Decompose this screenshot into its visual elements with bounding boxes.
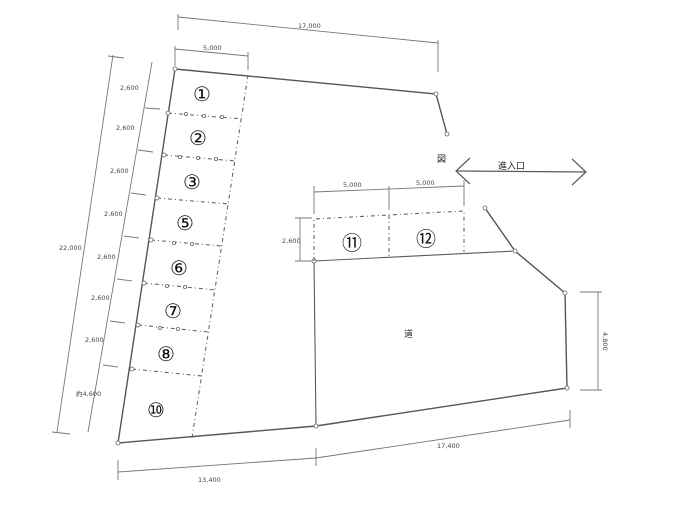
stall-divider — [150, 239, 223, 247]
dim-left-last: 約4,600 — [76, 389, 101, 398]
dim-left-space-3: 2,600 — [110, 167, 129, 175]
dim-top-space-text: 5,000 — [203, 44, 222, 52]
dim-left-total: 22,000 — [51, 54, 125, 435]
stall-divider — [131, 368, 203, 377]
space-3-number: ③ — [183, 170, 201, 194]
survey-points — [115, 66, 570, 446]
entrance-label: 進入口 — [498, 160, 525, 172]
space-11-number: ⑪ — [342, 231, 362, 255]
stall-divider — [156, 197, 230, 205]
inner-area-boundary — [313, 250, 516, 262]
dim-left-space-2: 2,600 — [116, 124, 135, 132]
dim-top-total: 17,000 — [177, 14, 439, 72]
space-6-number: ⑥ — [170, 256, 188, 280]
stall-divider — [143, 282, 217, 291]
dim-left-space-4: 2,600 — [104, 210, 123, 218]
dim-bottom-right-text: 17,400 — [437, 442, 460, 450]
dim-bottom: 13,400 17,400 — [117, 410, 571, 484]
space-7-number: ⑦ — [164, 299, 182, 323]
stall-column-edge — [191, 74, 249, 439]
dim-bottom-left-text: 13,400 — [198, 476, 221, 484]
dim-left-space-5: 2,600 — [97, 253, 116, 261]
dim-top-space: 5,000 — [174, 44, 249, 70]
dim-top-total-text: 17,000 — [298, 22, 321, 30]
dim-right-space-b: 5,000 — [416, 179, 435, 187]
space-10-number: ⑩ — [147, 398, 165, 422]
dim-left-stalls: 2,600 2,600 2,600 2,600 2,600 2,600 2,60… — [76, 61, 161, 433]
space-2-number: ② — [189, 126, 207, 150]
space-12-number: ⑫ — [416, 227, 436, 251]
marker-label: 図 — [437, 154, 446, 165]
road-label: 道 — [404, 328, 413, 340]
space-8-number: ⑧ — [157, 342, 175, 366]
entrance-arrow: 進入口 — [455, 157, 587, 186]
dim-right-space-a: 5,000 — [343, 181, 362, 189]
dim-right-side-text: 4,800 — [601, 332, 609, 351]
dim-right-side: 4,800 — [580, 291, 609, 391]
inner-area-left — [313, 260, 317, 427]
stall-divider — [137, 324, 210, 333]
space-5-number: ⑤ — [176, 211, 194, 235]
dim-right-depth-text: 2,600 — [282, 237, 301, 245]
dim-left-space-1: 2,600 — [120, 84, 139, 92]
space-1-number: ① — [193, 82, 211, 106]
dim-left-space-6: 2,600 — [91, 294, 110, 302]
dim-right-spaces: 5,000 5,000 — [313, 179, 465, 214]
dim-left-total-text: 22,000 — [59, 244, 82, 252]
stall-divider — [167, 112, 244, 120]
dim-left-space-7: 2,600 — [85, 336, 104, 344]
lot-boundary — [174, 68, 448, 135]
dim-right-depth: 2,600 — [282, 217, 312, 262]
